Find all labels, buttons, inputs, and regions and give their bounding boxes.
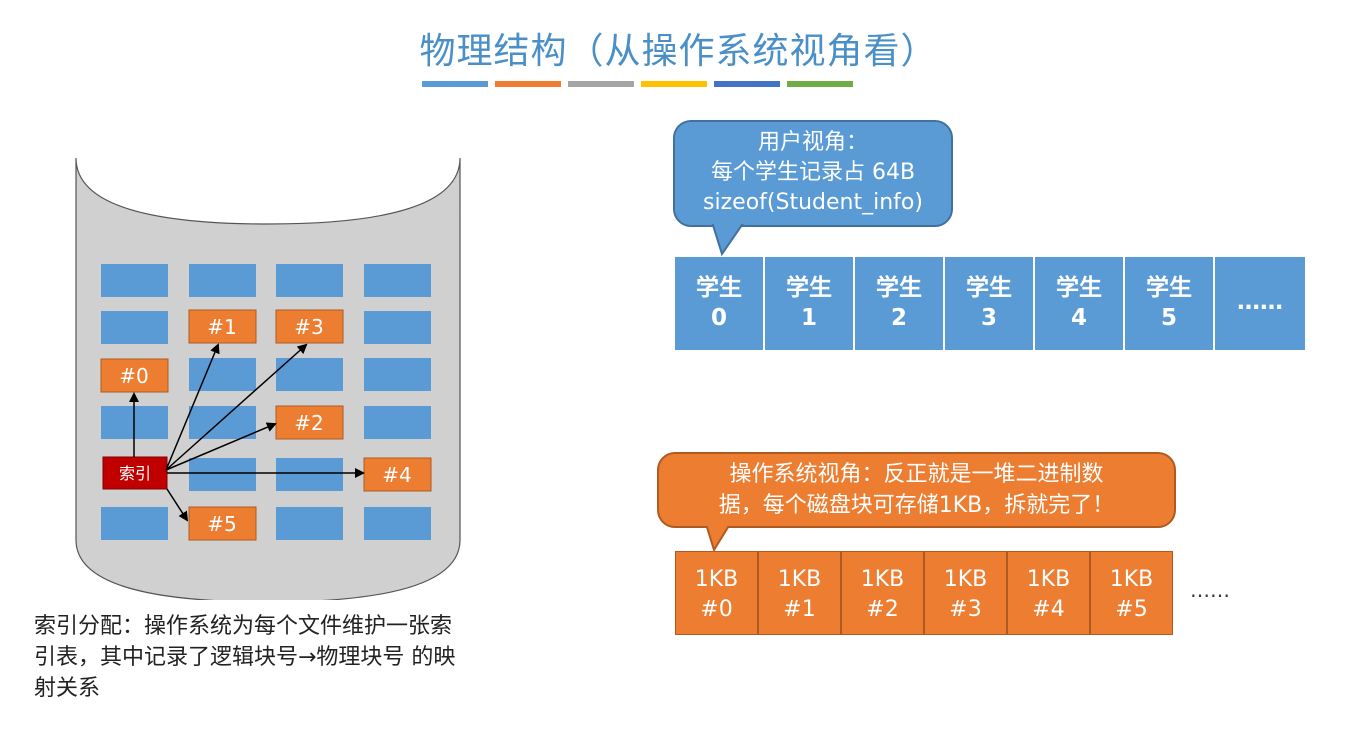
disk-block (364, 507, 431, 540)
arrow-to-3 (165, 343, 308, 471)
user-bubble-tail (710, 220, 750, 257)
disk-block (189, 264, 256, 297)
user-view-bubble: 用户视角： 每个学生记录占 64B sizeof(Student_info) (673, 120, 953, 227)
index-allocation-caption: 索引分配：操作系统为每个文件维护一张索 引表，其中记录了逻辑块号→物理块号 的映… (34, 611, 574, 704)
disk-block-2: 1KB #2 (841, 551, 924, 635)
os-bubble-tail (704, 520, 734, 553)
file-block-5 (188, 506, 257, 541)
color-bar-6 (787, 81, 853, 87)
student-record-1: 学生 1 (765, 257, 855, 350)
disk-block-1: 1KB #1 (758, 551, 841, 635)
os-view-bubble: 操作系统视角：反正就是一堆二进制数 据，每个磁盘块可存储1KB，拆就完了！ (657, 452, 1176, 528)
file-block-0-label: #0 (119, 364, 148, 388)
file-block-5-label: #5 (207, 512, 236, 536)
index-block (102, 456, 168, 490)
disk-block (276, 458, 343, 491)
color-bar-1 (422, 81, 488, 87)
arrow-to-2 (165, 422, 277, 471)
user-view-line3: sizeof(Student_info) (703, 190, 923, 215)
student-record-3: 学生 3 (945, 257, 1035, 350)
disk-block (189, 458, 256, 491)
disk-block-4: 1KB #4 (1007, 551, 1090, 635)
disk-block (364, 358, 431, 391)
disk-block (189, 358, 256, 391)
caption-line1: 索引分配：操作系统为每个文件维护一张索 (34, 614, 453, 639)
disk-block (276, 358, 343, 391)
student-record-0: 学生 0 (675, 257, 765, 350)
file-block-3 (275, 309, 344, 344)
color-bar-3 (568, 81, 634, 87)
user-view-line1: 用户视角： (757, 130, 868, 155)
caption-line2: 引表，其中记录了逻辑块号→物理块号 的映 (34, 645, 456, 670)
file-block-2 (275, 405, 344, 440)
disk-block-5: 1KB #5 (1090, 551, 1173, 635)
file-block-4-label: #4 (382, 463, 411, 487)
file-block-0 (100, 358, 169, 393)
disk-block (276, 507, 343, 540)
arrow-to-5 (166, 488, 189, 522)
disk-block (364, 311, 431, 344)
user-view-line2: 每个学生记录占 64B (710, 160, 916, 185)
disk-diagram: #0 #1 #3 #2 #4 #5 索引 (75, 157, 461, 600)
student-record-2: 学生 2 (855, 257, 945, 350)
index-arrows (129, 343, 365, 522)
disk-block (364, 406, 431, 439)
disk-blocks (101, 264, 431, 540)
caption-line3: 射关系 (34, 676, 101, 701)
disk-block (189, 406, 256, 439)
color-bar-2 (495, 81, 561, 87)
index-block-label: 索引 (119, 464, 151, 483)
file-block-4 (363, 457, 432, 492)
student-record-more: …… (1215, 257, 1305, 350)
arrow-to-1 (165, 343, 220, 471)
file-block-3-label: #3 (294, 315, 323, 339)
os-view-line1: 操作系统视角：反正就是一堆二进制数 (729, 462, 1104, 487)
file-block-1-label: #1 (207, 315, 236, 339)
disk-block (101, 507, 168, 540)
disk-block-0: 1KB #0 (675, 551, 758, 635)
disk-block (101, 264, 168, 297)
color-bar-5 (714, 81, 780, 87)
file-block-2-label: #2 (294, 411, 323, 435)
disk-block (276, 264, 343, 297)
disk-block-3: 1KB #3 (924, 551, 1007, 635)
student-record-4: 学生 4 (1035, 257, 1125, 350)
disk-block (101, 311, 168, 344)
page-title: 物理结构（从操作系统视角看） (419, 31, 938, 72)
os-view-line2: 据，每个磁盘块可存储1KB，拆就完了！ (718, 493, 1115, 518)
student-record-5: 学生 5 (1125, 257, 1215, 350)
disk-blocks-ellipsis: …… (1190, 578, 1230, 602)
file-block-1 (188, 309, 257, 344)
color-bar-4 (641, 81, 707, 87)
file-blocks: #0 #1 #3 #2 #4 #5 (100, 309, 432, 541)
disk-block (364, 264, 431, 297)
